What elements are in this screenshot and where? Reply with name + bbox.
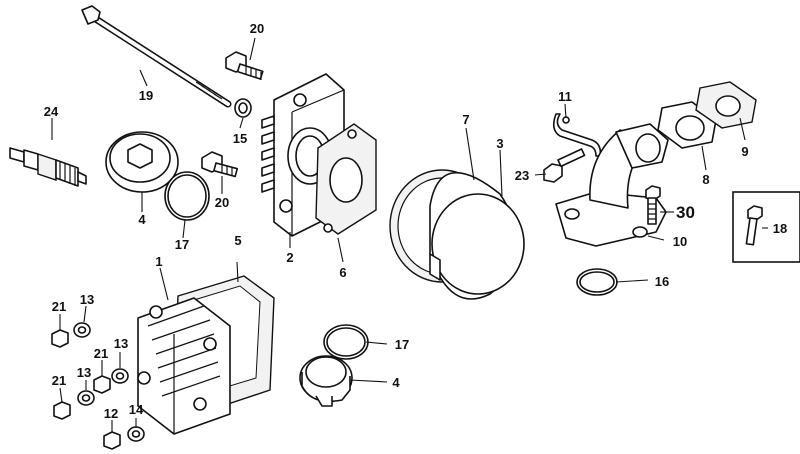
gasket-6	[315, 123, 377, 235]
bolt-20-mid	[201, 151, 239, 178]
washer-15	[234, 98, 252, 118]
washer-13-a	[73, 322, 91, 338]
callout-4-upper: 4	[138, 212, 146, 227]
bolt-18-box	[732, 191, 800, 263]
bolt-23	[543, 148, 586, 183]
nut-21-a	[51, 329, 69, 348]
o-ring-17-upper	[164, 171, 210, 221]
callout-17-upper: 17	[175, 237, 189, 252]
callout-20-mid: 20	[215, 195, 229, 210]
gasket-9	[695, 81, 757, 129]
callout-3: 3	[496, 136, 503, 151]
callout-6: 6	[339, 265, 346, 280]
nut-12	[103, 431, 121, 450]
callout-13-c: 13	[77, 365, 91, 380]
nut-21-b	[93, 375, 111, 394]
callout-20-top: 20	[250, 21, 264, 36]
callout-8: 8	[702, 172, 709, 187]
callout-2: 2	[286, 250, 293, 265]
bolt-20-top	[225, 51, 264, 80]
callout-16: 16	[655, 274, 669, 289]
leader-lines	[51, 37, 768, 432]
washer-13-b	[111, 368, 129, 384]
callout-13-a: 13	[80, 292, 94, 307]
callout-5: 5	[234, 233, 241, 248]
callout-1: 1	[155, 254, 162, 269]
washer-13-c	[77, 390, 95, 406]
callout-4-lower: 4	[392, 375, 400, 390]
stud-bolt-19	[81, 5, 232, 108]
washer-14	[127, 426, 145, 442]
callout-17-lower: 17	[395, 337, 409, 352]
spark-plug-24	[9, 147, 87, 187]
callout-23: 23	[515, 168, 529, 183]
nut-21-c	[53, 401, 71, 420]
valve-cap-4-upper	[105, 131, 179, 193]
valve-cap-4-lower	[299, 355, 353, 407]
callout-15: 15	[233, 131, 247, 146]
callout-19: 19	[139, 88, 153, 103]
side-cover-3	[429, 171, 525, 300]
callout-labels: 20 19 24 15 4 17 20 2 6 7 3 11 9 8 23 30…	[44, 21, 787, 421]
o-ring-16	[576, 268, 618, 296]
callout-30: 30	[676, 203, 695, 222]
callout-14: 14	[129, 402, 144, 417]
callout-21-c: 21	[52, 373, 66, 388]
callout-24: 24	[44, 104, 59, 119]
callout-7: 7	[462, 112, 469, 127]
o-ring-17-lower	[323, 324, 369, 360]
callout-10: 10	[673, 234, 687, 249]
clamp-11	[552, 113, 602, 157]
callout-9: 9	[741, 144, 748, 159]
intake-pipe-10	[555, 123, 669, 247]
bolt-30	[645, 185, 661, 225]
callout-21-b: 21	[94, 346, 108, 361]
head-cover-1	[137, 297, 231, 435]
callout-18: 18	[773, 221, 787, 236]
callout-12: 12	[104, 406, 118, 421]
callout-11: 11	[558, 89, 572, 104]
callout-21-a: 21	[52, 299, 66, 314]
callout-13-b: 13	[114, 336, 128, 351]
